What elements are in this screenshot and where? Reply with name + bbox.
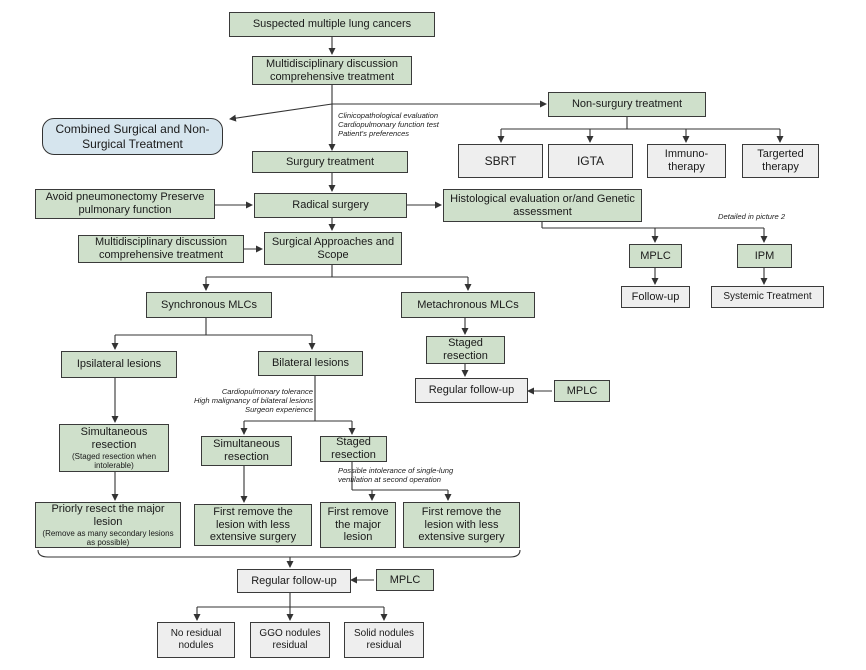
arrow-to-combined	[229, 103, 333, 122]
node-regular-meta: Regular follow-up	[415, 378, 528, 403]
node-mdt2: Multidisciplinary discussion comprehensi…	[78, 235, 244, 263]
node-sim-ipsi-sub: (Staged resection when intolerable)	[71, 451, 157, 470]
node-first-less-2: First remove the lesion with less extens…	[403, 502, 520, 548]
node-sim-bilat: Simultaneous resection	[201, 436, 292, 466]
node-combined: Combined Surgical and Non-Surgical Treat…	[42, 118, 223, 155]
node-priorly-main: Priorly resect the major lesion	[51, 502, 165, 528]
note-cardio: Cardiopulmonary tolerance High malignanc…	[193, 387, 313, 414]
node-solid: Solid nodules residual	[344, 622, 424, 658]
node-avoid: Avoid pneumonectomy Preserve pulmonary f…	[35, 189, 215, 219]
node-staged-bilat: Staged resection	[320, 436, 387, 462]
node-approaches: Surgical Approaches and Scope	[264, 232, 402, 265]
node-mdt1: Multidisciplinary discussion comprehensi…	[252, 56, 412, 85]
node-nonsurgery: Non-surgury treatment	[548, 92, 706, 117]
node-sim-ipsi-main: Simultaneous resection	[80, 425, 148, 451]
bracket-merge	[37, 549, 521, 558]
node-ggo: GGO nodules residual	[250, 622, 330, 658]
node-staged-meta: Staged resection	[426, 336, 505, 364]
node-regular-bottom: Regular follow-up	[237, 569, 351, 593]
node-systemic: Systemic Treatment	[711, 286, 824, 308]
node-suspected: Suspected multiple lung cancers	[229, 12, 435, 37]
node-sbrt: SBRT	[458, 144, 543, 178]
node-targeted: Targerted therapy	[742, 144, 819, 178]
node-sim-ipsi: Simultaneous resection (Staged resection…	[59, 424, 169, 472]
node-mplc-meta: MPLC	[554, 380, 610, 402]
node-ipm: IPM	[737, 244, 792, 268]
node-bilat: Bilateral lesions	[258, 351, 363, 376]
node-mplc-bottom: MPLC	[376, 569, 434, 591]
node-igta: IGTA	[548, 144, 633, 178]
node-no-residual: No residual nodules	[157, 622, 235, 658]
node-mplc-top: MPLC	[629, 244, 682, 268]
node-radical: Radical surgery	[254, 193, 407, 218]
node-priorly: Priorly resect the major lesion (Remove …	[35, 502, 181, 548]
node-priorly-sub: (Remove as many secondary lesions as pos…	[42, 528, 174, 547]
node-meta: Metachronous MLCs	[401, 292, 535, 318]
node-histo: Histological evaluation or/and Genetic a…	[443, 189, 642, 222]
note-possible: Possible intolerance of single-lung vent…	[338, 466, 454, 484]
note-clinic: Clinicopathological evaluation Cardiopul…	[338, 111, 439, 138]
node-surgery: Surgury treatment	[252, 151, 408, 173]
node-ipsi: Ipsilateral lesions	[61, 351, 177, 378]
node-first-major: First remove the major lesion	[320, 502, 396, 548]
node-sync: Synchronous MLCs	[146, 292, 272, 318]
node-immuno: Immuno-therapy	[647, 144, 726, 178]
node-first-less-1: First remove the lesion with less extens…	[194, 504, 312, 546]
node-followup-top: Follow-up	[621, 286, 690, 308]
note-detailed: Detailed in picture 2	[718, 212, 786, 221]
